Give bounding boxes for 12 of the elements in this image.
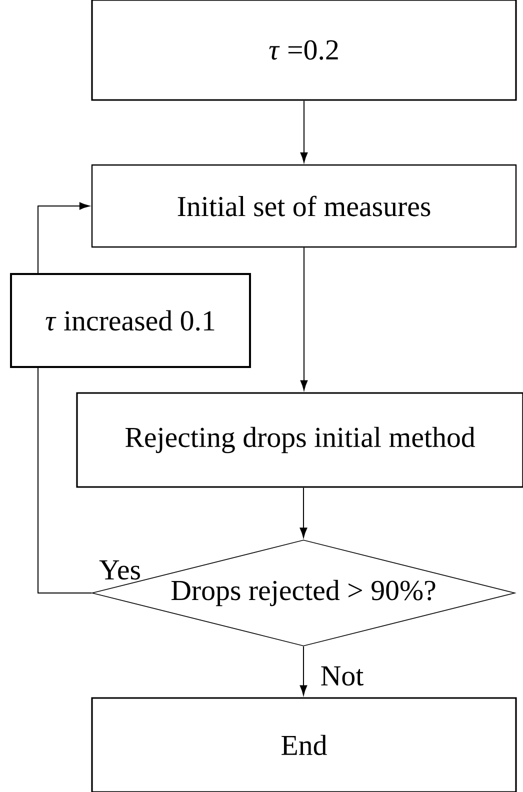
arrow bbox=[38, 202, 90, 274]
arrow bbox=[300, 100, 308, 163]
process-box: τ increased 0.1 bbox=[10, 273, 251, 368]
arrow bbox=[300, 646, 308, 696]
arrow bbox=[300, 487, 308, 538]
edge-label: Yes bbox=[99, 560, 140, 580]
process-box: τ =0.2 bbox=[91, 0, 517, 101]
process-box: Initial set of measures bbox=[91, 164, 517, 248]
edge-label: Not bbox=[321, 666, 364, 686]
arrow bbox=[300, 247, 308, 390]
process-box: Rejecting drops initial method bbox=[76, 392, 523, 488]
process-box: End bbox=[91, 697, 517, 792]
